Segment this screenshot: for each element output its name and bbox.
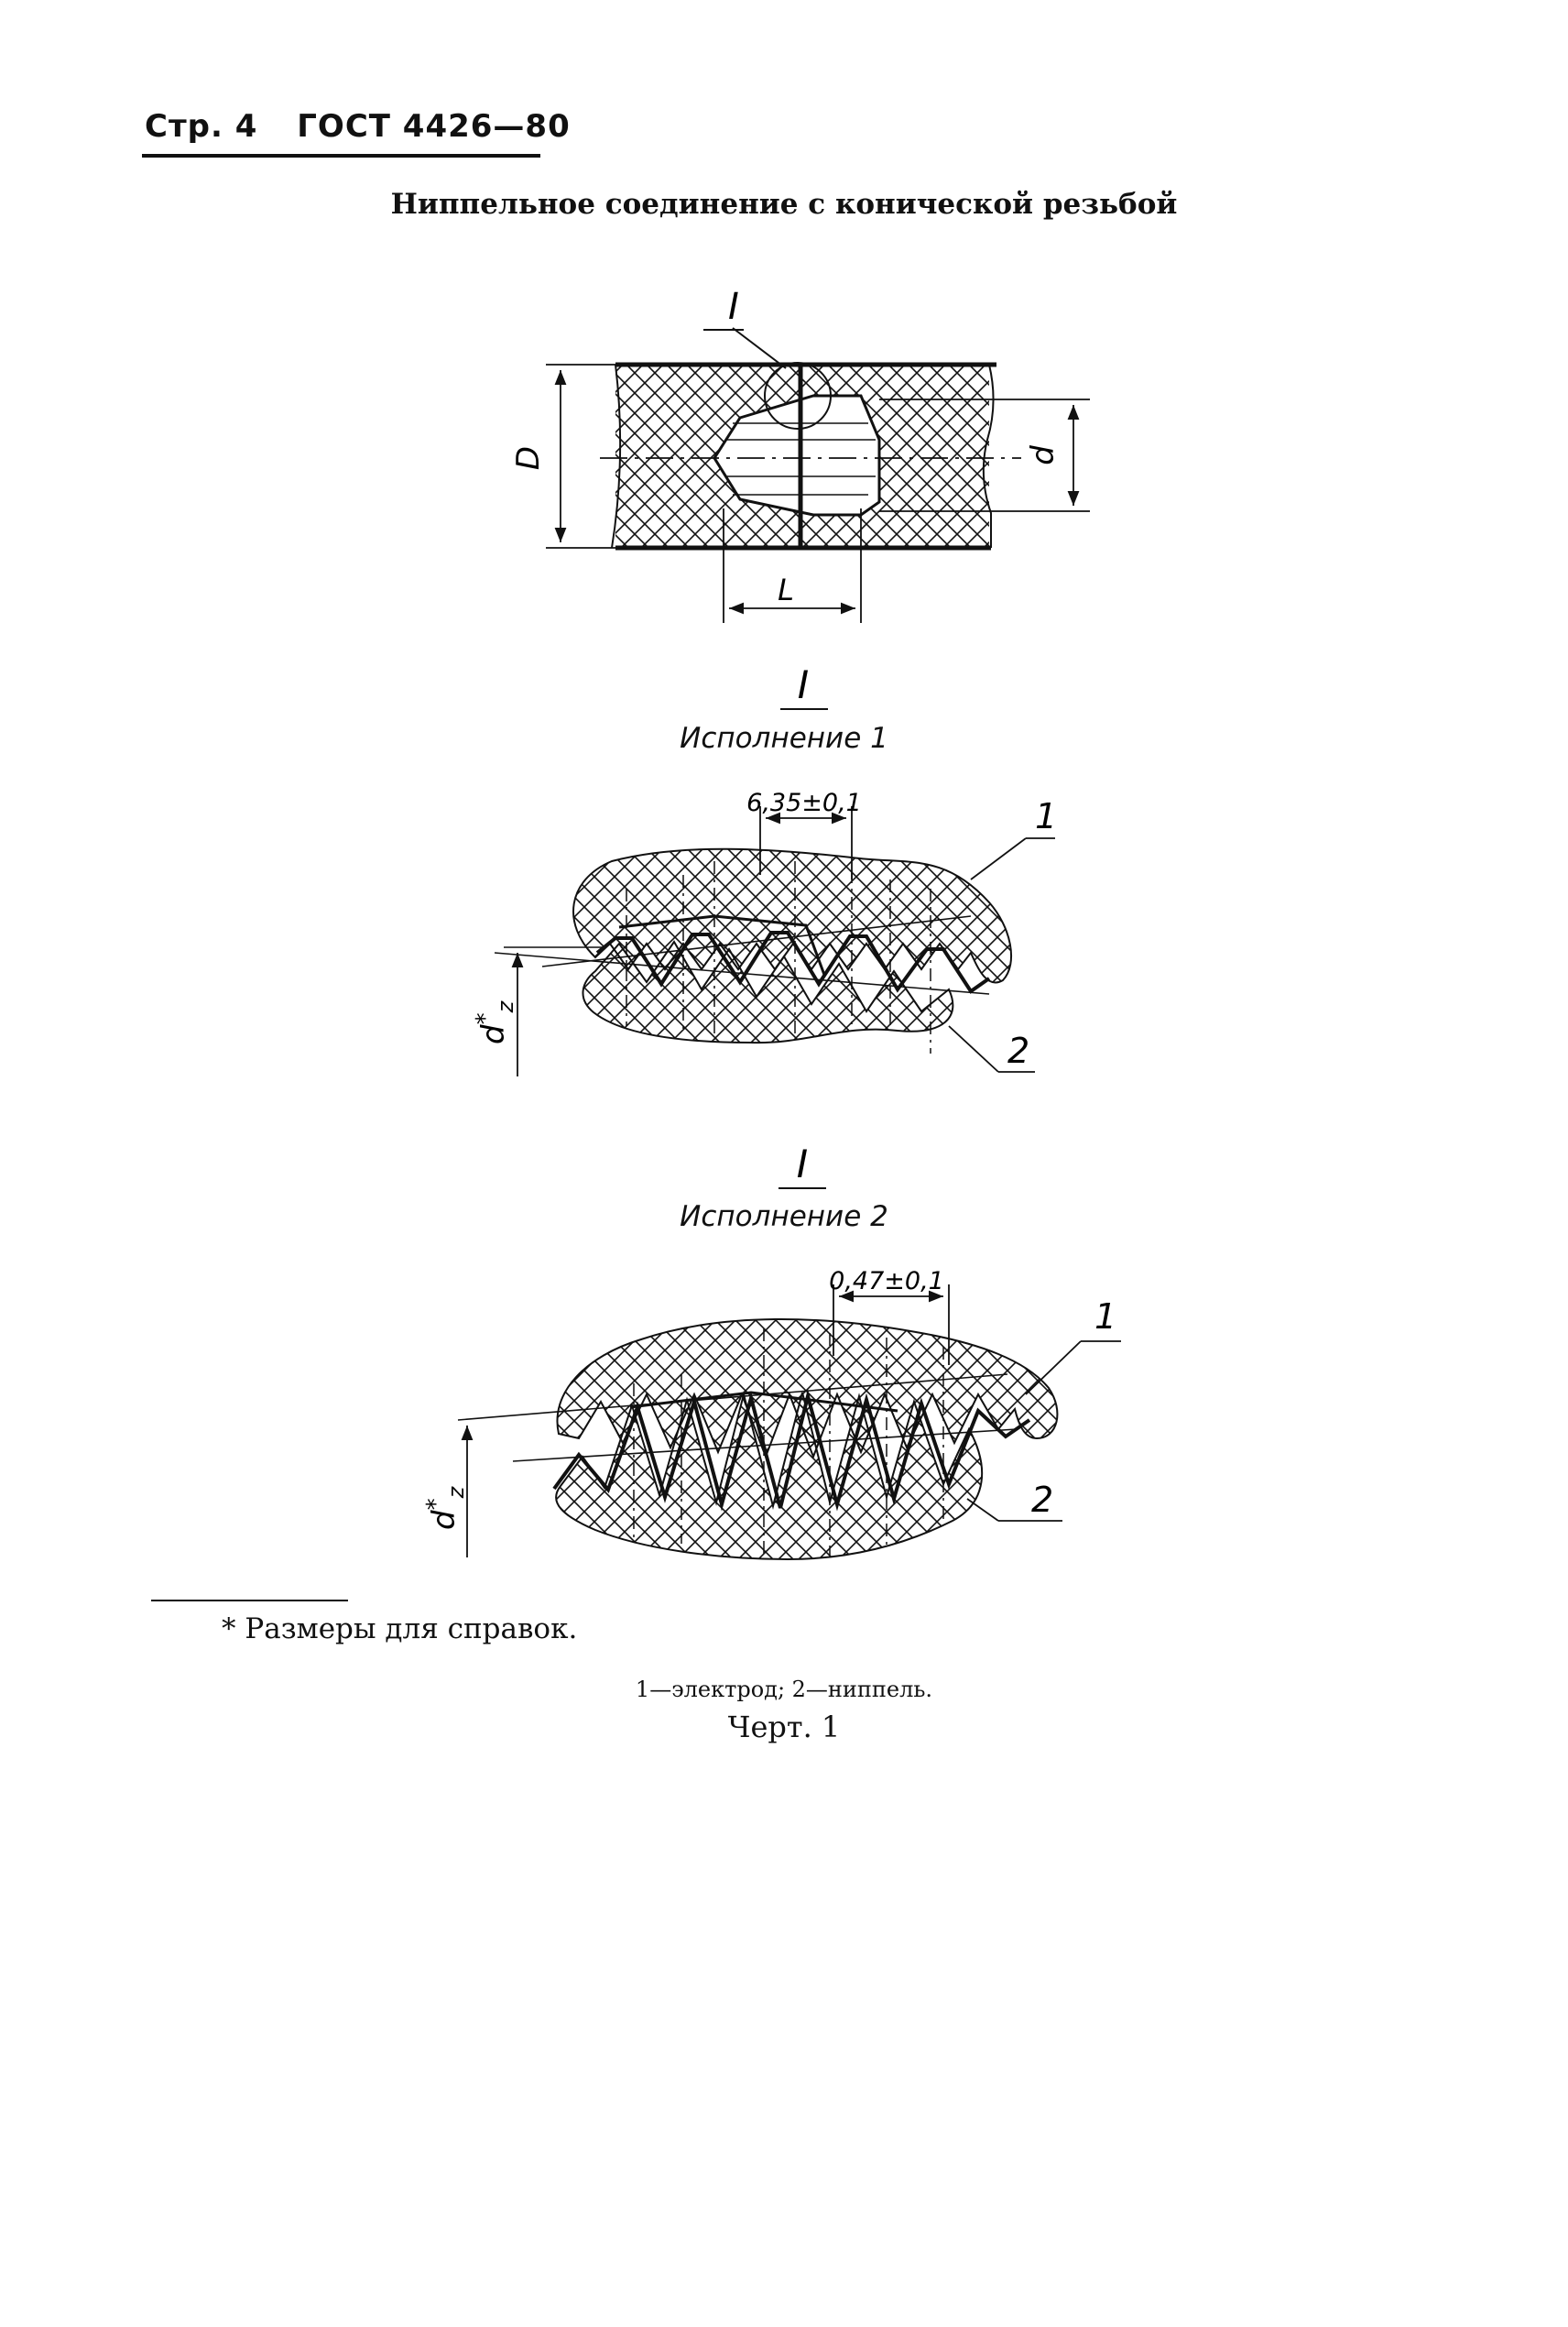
detail-1-label-nipple: 2: [1007, 1031, 1029, 1071]
detail-1-caption: Исполнение 1: [680, 722, 888, 755]
thread-profile-1: [595, 931, 991, 994]
main-section-view: I D d L: [510, 286, 1090, 623]
nipple-1-shape: [582, 940, 954, 1044]
detail-1-dimension: 6,35±0,1: [746, 789, 862, 817]
svg-text:d*z: d*z: [472, 1000, 518, 1044]
detail-version-2: I 0,47±0,1 1 2: [422, 1142, 1121, 1561]
header-rule: [142, 154, 540, 158]
detail-2-dz-label: d*z: [422, 1485, 469, 1530]
detail-version-1: I 6,35±0,1 1: [472, 662, 1057, 1076]
dim-d-label: d: [1025, 445, 1062, 465]
page-header: Стр. 4 ГОСТ 4426—80: [145, 108, 571, 145]
page-title: Ниппельное соединение с конической резьб…: [390, 188, 1178, 221]
detail-1-dz-label: d*z: [472, 1000, 518, 1044]
thread-profile-2: [552, 1389, 1031, 1512]
footnote: * Размеры для справок.: [222, 1612, 578, 1645]
dim-L-label: L: [778, 573, 794, 607]
footnote-rule: [151, 1600, 348, 1601]
detail-2-label-electrode: 1: [1094, 1296, 1116, 1337]
svg-text:d*z: d*z: [422, 1485, 469, 1530]
detail-1-label-electrode: 1: [1035, 796, 1057, 836]
detail-2-caption: Исполнение 2: [680, 1200, 888, 1233]
detail-1-mark: I: [798, 662, 809, 707]
dim-D-label: D: [510, 446, 547, 470]
figure-legend: 1—электрод; 2—ниппель.: [635, 1677, 933, 1702]
nipple-2-shape: [555, 1391, 984, 1561]
standard-number: ГОСТ 4426—80: [297, 108, 571, 145]
electrode-1-shape: [572, 847, 1013, 984]
detail-mark-main: I: [728, 286, 739, 328]
detail-2-mark: I: [797, 1142, 808, 1186]
nipple-body: [713, 394, 881, 517]
detail-2-dimension: 0,47±0,1: [829, 1267, 944, 1295]
figure-caption: Черт. 1: [727, 1710, 841, 1744]
detail-2-label-nipple: 2: [1031, 1480, 1053, 1520]
page-number: Стр. 4: [145, 108, 258, 145]
